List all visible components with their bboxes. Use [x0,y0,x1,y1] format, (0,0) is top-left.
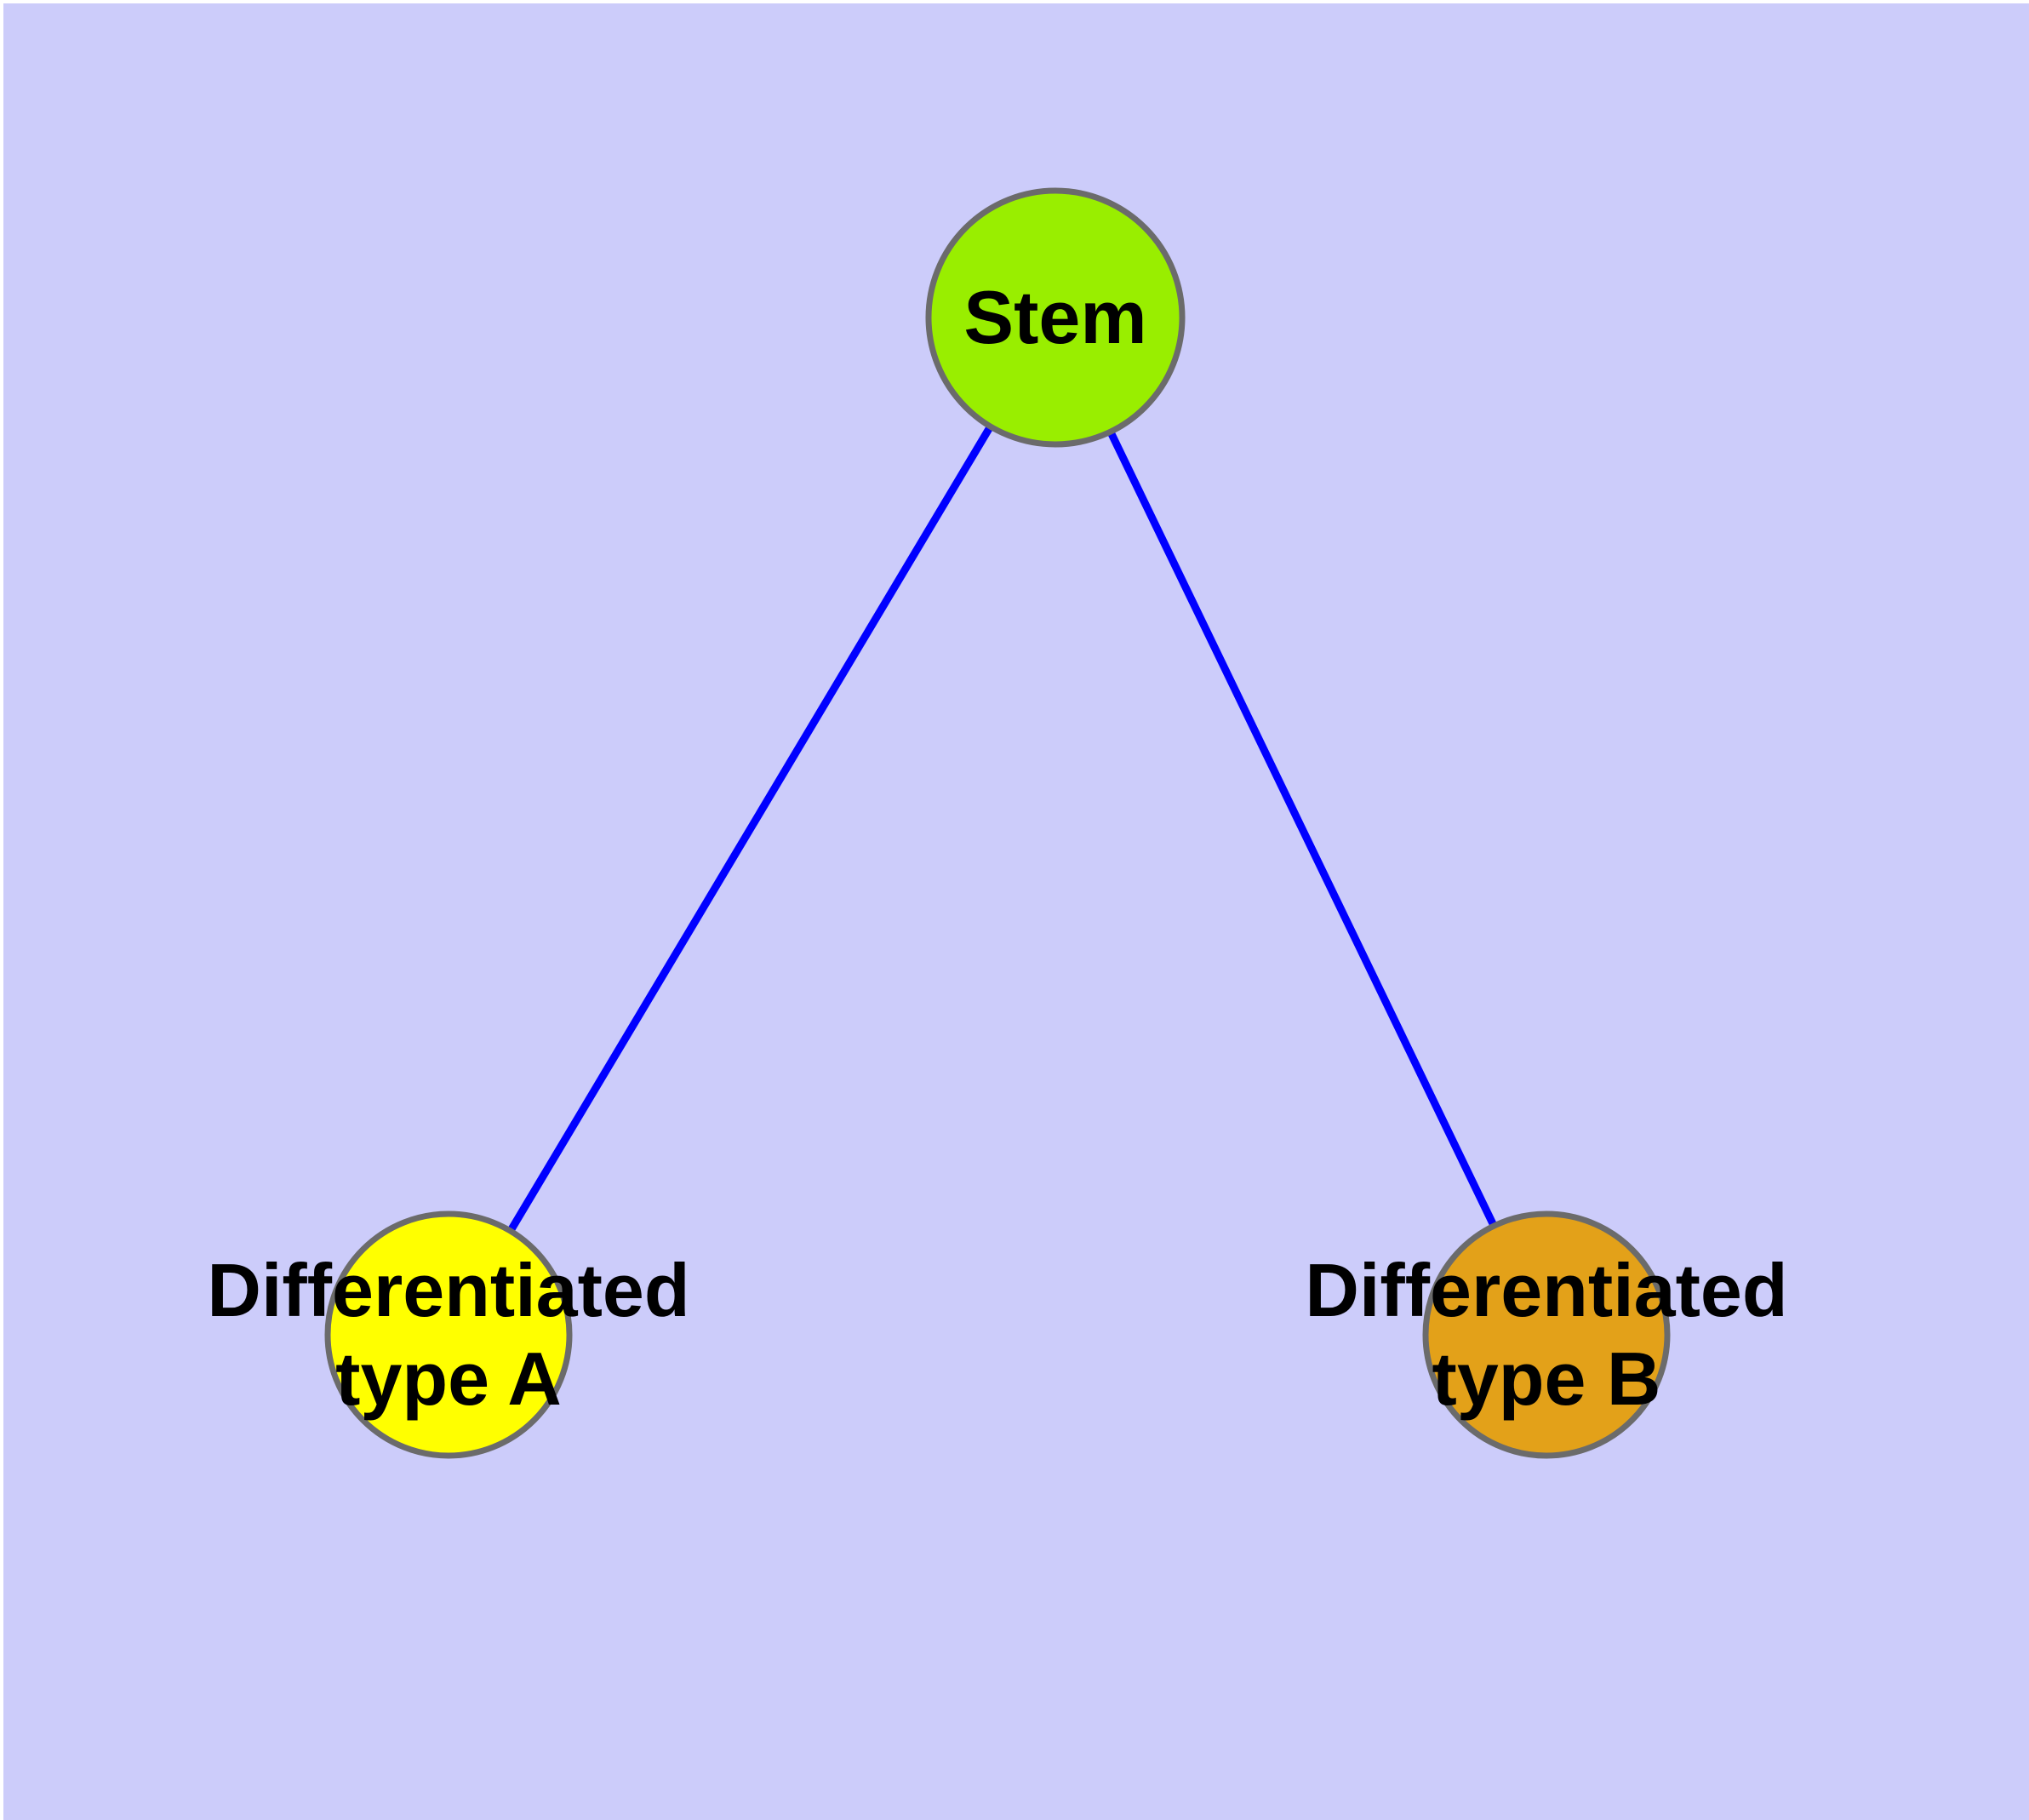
node-differentiated-type-a-label-line-1: Differentiated [207,1248,689,1332]
node-differentiated-type-b-circle[interactable] [1422,1210,1671,1459]
edge-stem-to-differentiated-type-a[interactable] [445,315,1059,1337]
node-differentiated-type-a-circle[interactable] [324,1210,573,1459]
node-stem-circle[interactable] [925,187,1186,448]
node-stem-label-line-1: Stem [963,275,1146,359]
node-differentiated-type-a-label-line-2: type A [335,1336,562,1421]
nodes-layer: Stem Differentiated type A Differentiate… [207,187,1788,1459]
node-differentiated-type-b-label-line-2: type B [1432,1336,1661,1421]
node-differentiated-type-b-label-line-1: Differentiated [1305,1248,1787,1332]
edge-stem-to-differentiated-type-b[interactable] [1051,316,1551,1336]
node-differentiated-type-a[interactable]: Differentiated type A [207,1210,690,1459]
node-stem[interactable]: Stem [925,187,1186,448]
edges-layer [445,315,1551,1337]
node-differentiated-type-b[interactable]: Differentiated type B [1305,1210,1788,1459]
